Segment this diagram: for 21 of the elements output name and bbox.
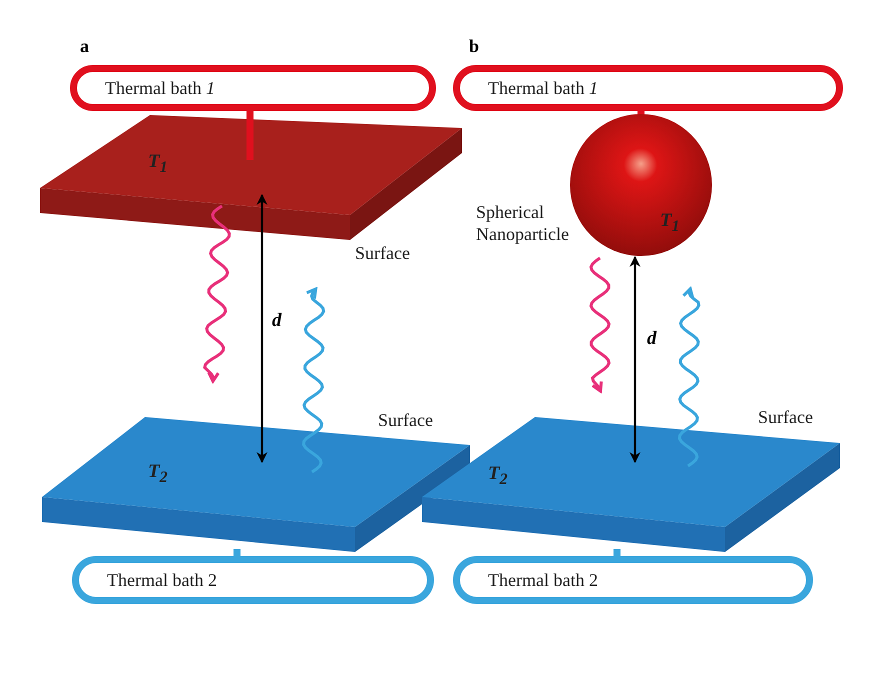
wavy-arrow <box>203 204 231 383</box>
thermal-bath-box: Thermal bath 1 <box>453 65 843 111</box>
surface-label: Surface <box>758 406 813 428</box>
double-arrow <box>256 194 268 464</box>
temperature-label: T$_{1}$ <box>660 210 680 236</box>
surface-label: Surface <box>378 409 433 431</box>
thermal-bath-box: Thermal bath 1 <box>70 65 436 111</box>
temperature-label: T$_{1}$ <box>148 151 168 177</box>
connector-line <box>246 111 254 160</box>
particle-label: Spherical Nanoparticle <box>476 201 570 245</box>
surface-label: Surface <box>355 242 410 264</box>
thermal-bath-box: Thermal bath 2 <box>72 556 434 604</box>
temperature-label: T$_{2}$ <box>488 463 508 489</box>
wavy-arrow <box>678 287 700 468</box>
thermal-bath-box: Thermal bath 2 <box>453 556 813 604</box>
panel-label: a <box>80 36 89 57</box>
wavy-arrow <box>302 288 326 474</box>
double-arrow <box>630 256 640 464</box>
wavy-arrow <box>589 256 611 393</box>
temperature-label: T$_{2}$ <box>148 461 168 487</box>
panel-label: b <box>469 36 480 57</box>
